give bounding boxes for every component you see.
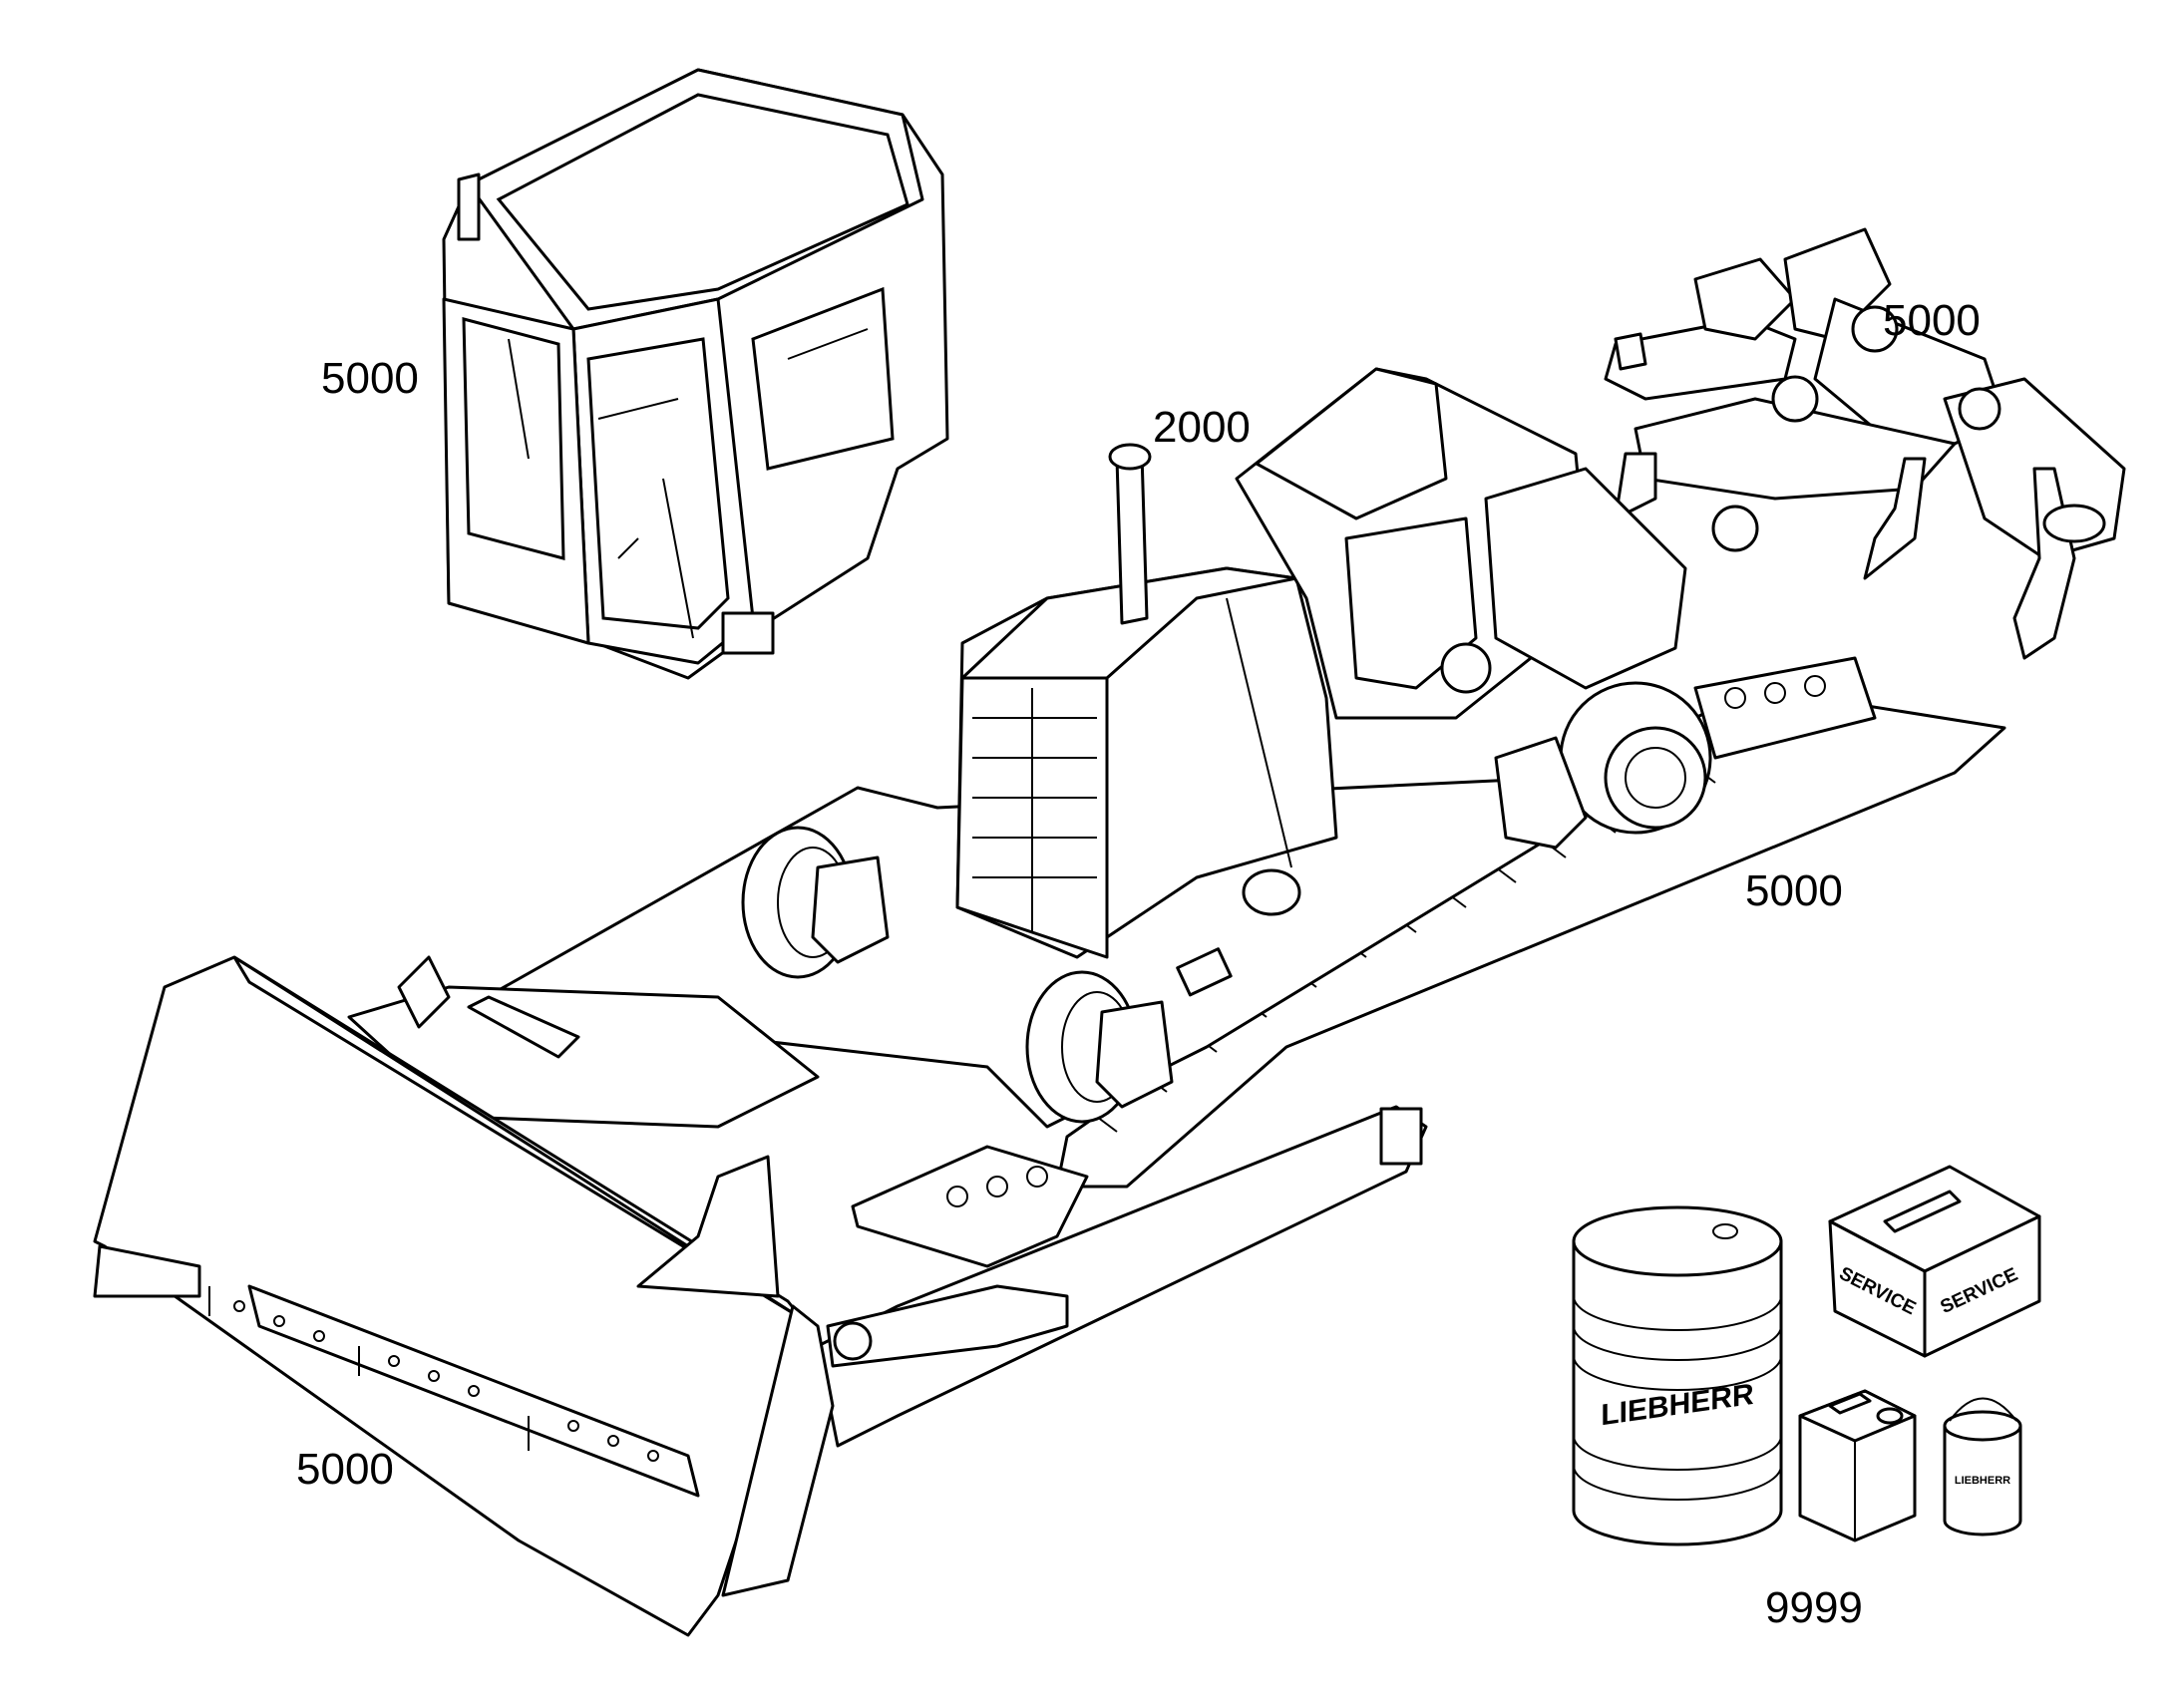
ripper-assembly[interactable] xyxy=(1604,227,2126,660)
cab-assembly[interactable] xyxy=(442,68,949,680)
callout-blade: 5000 xyxy=(296,1445,394,1494)
oil-drum: LIEBHERR xyxy=(1572,1205,1783,1546)
callout-cab: 5000 xyxy=(321,354,419,403)
can-brand-label: LIEBHERR xyxy=(1955,1475,2010,1487)
callout-ripper: 5000 xyxy=(1883,296,1981,345)
jerrycan xyxy=(1798,1389,1917,1542)
service-box: SERVICE SERVICE xyxy=(1828,1165,2041,1358)
blade-assembly[interactable] xyxy=(93,955,1428,1637)
chassis-engine-assembly[interactable] xyxy=(467,367,1712,1129)
callout-service: 9999 xyxy=(1765,1583,1863,1632)
grease-can: LIEBHERR xyxy=(1943,1397,2022,1537)
service-consumables[interactable]: LIEBHERR SERVICE SERVICE LIEBHERR xyxy=(1572,1165,2041,1546)
callout-engine: 2000 xyxy=(1153,403,1251,452)
cutting-edge-holes xyxy=(233,1300,659,1462)
callout-track: 5000 xyxy=(1745,866,1843,915)
